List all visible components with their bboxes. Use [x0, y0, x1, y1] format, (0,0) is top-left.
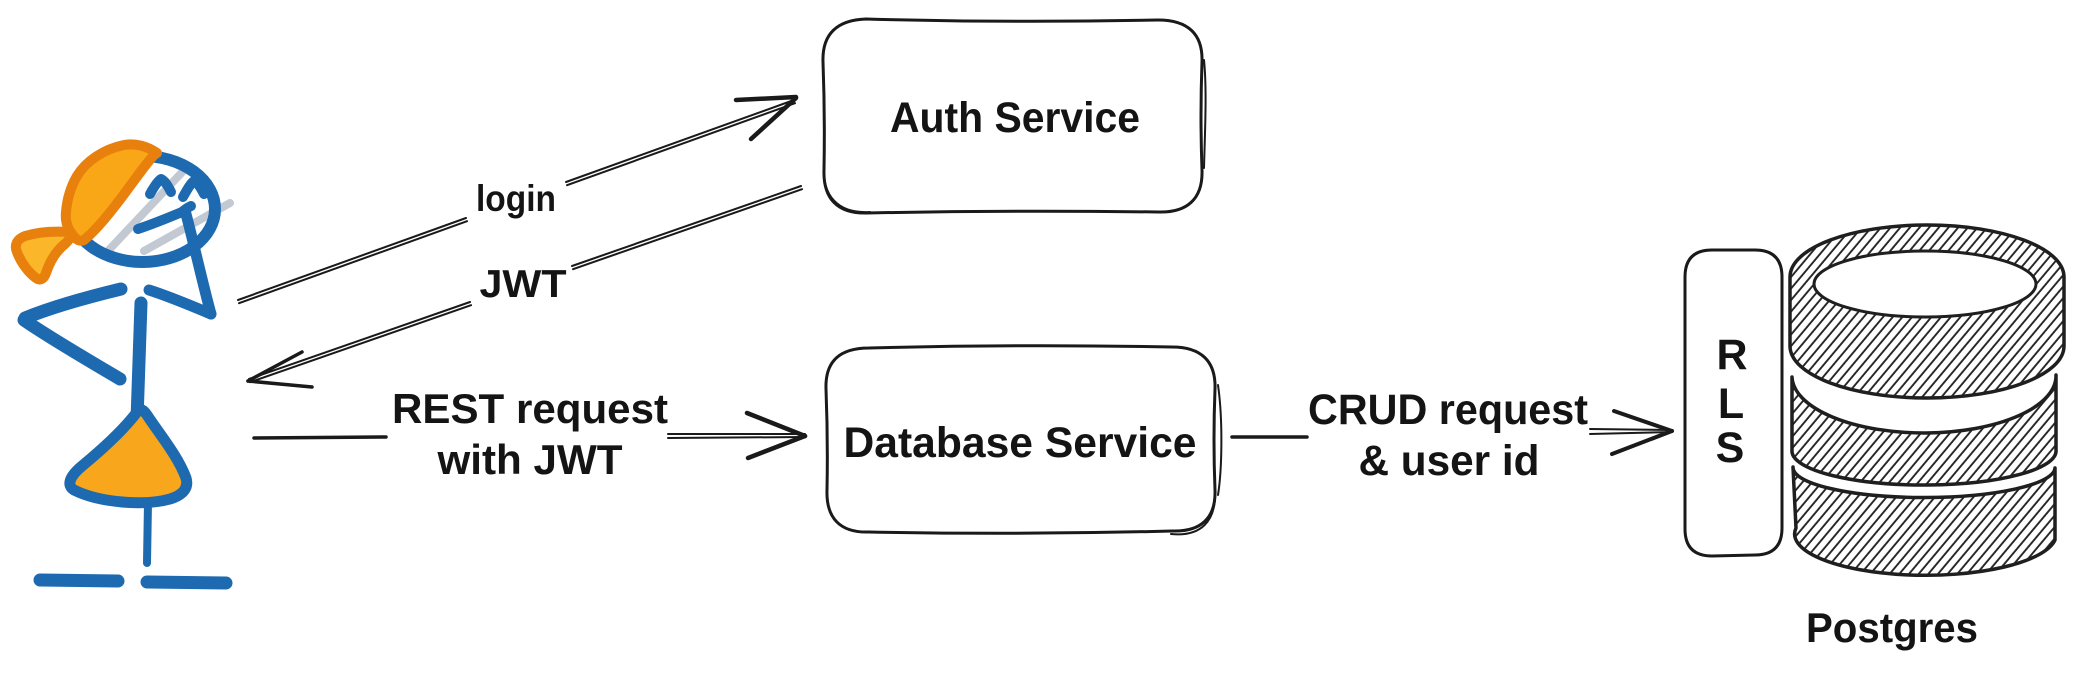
svg-text:Database Service: Database Service: [844, 419, 1197, 467]
svg-text:Postgres: Postgres: [1806, 604, 1978, 651]
svg-text:R: R: [1716, 331, 1747, 379]
svg-text:S: S: [1716, 424, 1745, 472]
svg-text:JWT: JWT: [480, 263, 567, 306]
svg-text:L: L: [1718, 380, 1744, 428]
svg-text:& user id: & user id: [1359, 437, 1540, 485]
svg-text:Auth Service: Auth Service: [890, 94, 1140, 142]
svg-text:CRUD request: CRUD request: [1308, 386, 1588, 434]
svg-text:with JWT: with JWT: [436, 436, 622, 483]
svg-text:REST request: REST request: [392, 385, 668, 432]
svg-text:login: login: [476, 178, 556, 219]
